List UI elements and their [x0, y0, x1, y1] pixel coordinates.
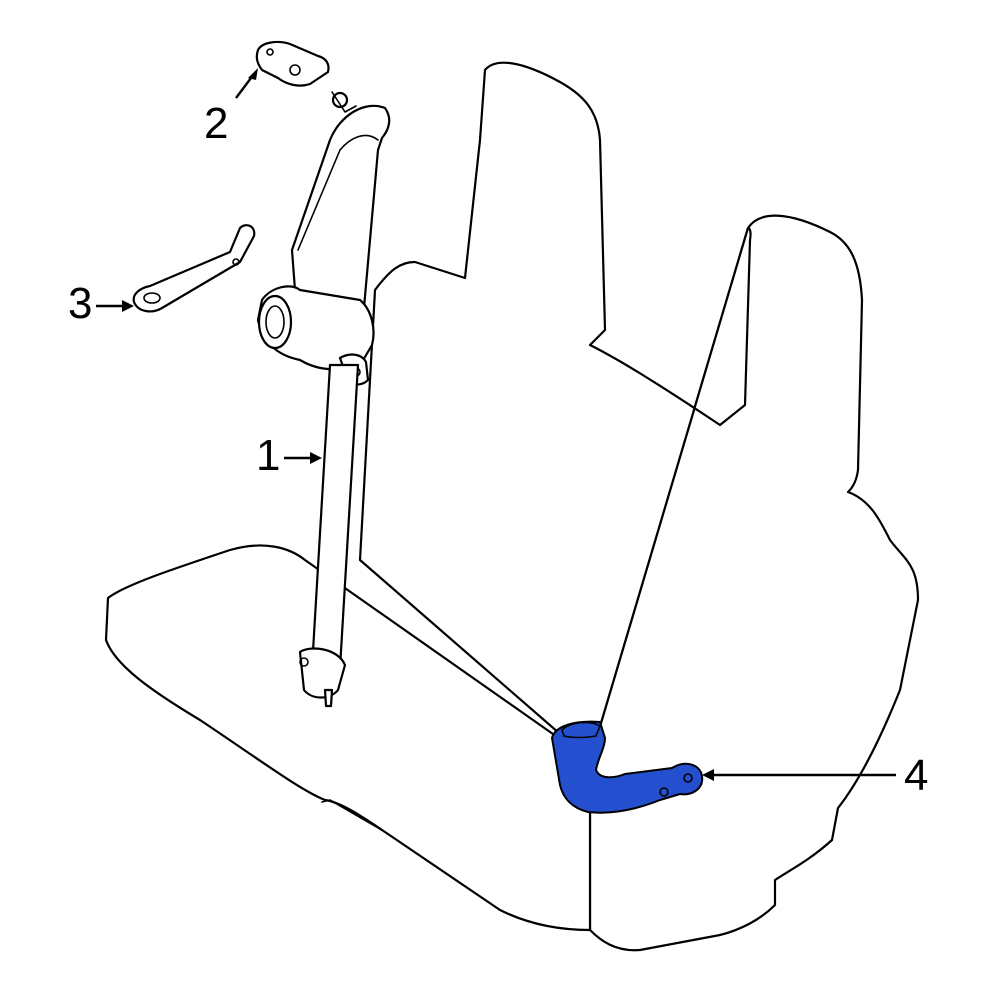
arrow-icon — [310, 452, 322, 464]
callout-label: 1 — [256, 431, 280, 480]
anchor-plate — [132, 224, 256, 313]
callout-1: 1 — [256, 431, 322, 480]
arrow-icon — [702, 769, 714, 781]
callout-label: 2 — [204, 99, 228, 148]
arrow-icon — [122, 300, 134, 312]
seat-belt-retractor-assembly — [256, 91, 391, 708]
arrow-icon — [248, 68, 258, 80]
callout-2: 2 — [204, 68, 258, 148]
seat-back-right — [588, 214, 920, 952]
callout-label: 3 — [68, 279, 92, 328]
callout-4: 4 — [702, 751, 928, 800]
upper-anchor-bracket — [255, 40, 330, 87]
callout-label: 4 — [904, 751, 928, 800]
seat-back-left — [358, 61, 752, 762]
seat-cushion — [104, 544, 592, 932]
seat-belt-buckle — [551, 720, 704, 814]
callout-3: 3 — [68, 279, 134, 328]
